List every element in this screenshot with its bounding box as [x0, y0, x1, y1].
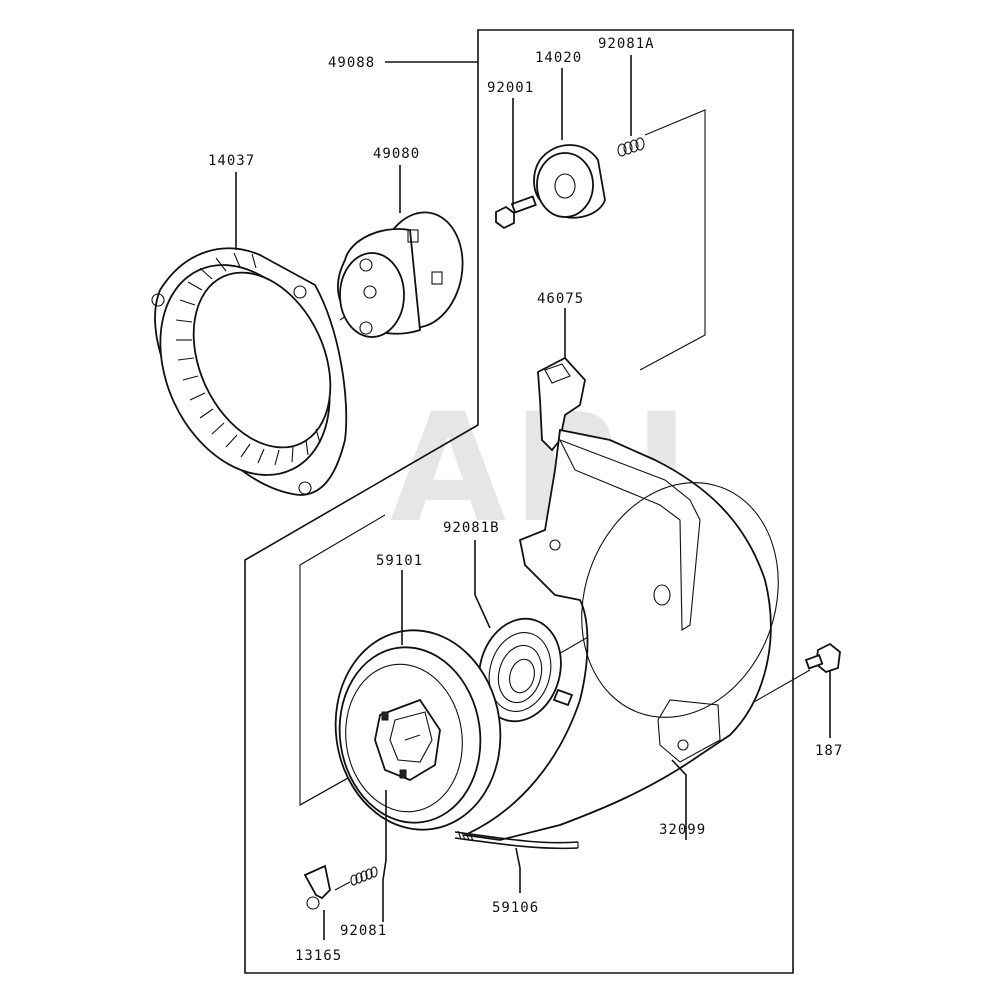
label-92081B: 92081B — [443, 520, 500, 536]
label-187: 187 — [815, 743, 843, 759]
bolt-187 — [804, 642, 841, 674]
bolt-92001 — [495, 195, 537, 230]
label-49088: 49088 — [328, 55, 375, 71]
spring-92081A — [617, 137, 645, 157]
spring-92081 — [334, 866, 378, 891]
label-14020: 14020 — [535, 50, 582, 66]
pawl-13165 — [303, 864, 331, 910]
recoil-case-32099 — [461, 428, 779, 841]
label-46075: 46075 — [537, 291, 584, 307]
hub-49080 — [337, 211, 464, 338]
reel-59101 — [334, 629, 502, 831]
label-49080: 49080 — [373, 146, 420, 162]
handle-46075 — [537, 356, 586, 452]
label-32099: 32099 — [659, 822, 706, 838]
assembly-frame — [244, 29, 794, 974]
label-14037: 14037 — [208, 153, 255, 169]
label-59106: 59106 — [492, 900, 539, 916]
label-92081: 92081 — [340, 923, 387, 939]
rope-59106 — [454, 830, 579, 850]
leader-lines — [235, 55, 831, 940]
label-92001: 92001 — [487, 80, 534, 96]
spring-92081B — [478, 617, 574, 723]
label-59101: 59101 — [376, 553, 423, 569]
cam-14020 — [533, 144, 606, 219]
label-13165: 13165 — [295, 948, 342, 964]
label-92081A: 92081A — [598, 36, 655, 52]
ring-gear-14037 — [151, 247, 348, 496]
